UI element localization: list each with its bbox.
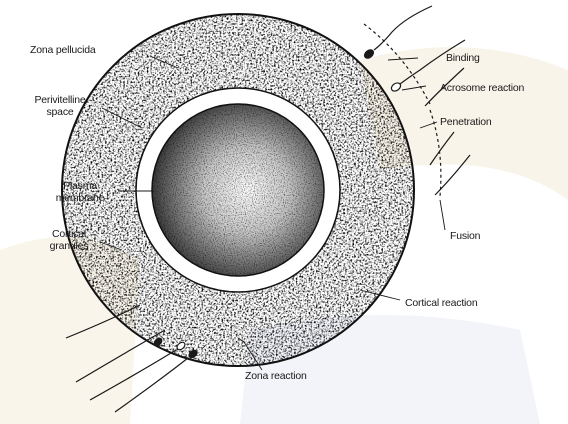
label-perivitelline-space: Perivitelline space: [18, 94, 102, 118]
label-plasma-membrane: Plasma membrane: [40, 180, 120, 204]
label-cortical-reaction: Cortical reaction: [405, 297, 477, 309]
label-binding: Binding: [446, 52, 480, 64]
label-acrosome-reaction: Acrosome reaction: [440, 82, 524, 94]
label-fusion: Fusion: [450, 230, 480, 242]
egg-cytoplasm: [152, 104, 324, 276]
label-zona-pellucida: Zona pellucida: [30, 44, 96, 56]
label-zona-reaction: Zona reaction: [245, 370, 307, 382]
label-cortical-granules: Cortical granules: [36, 228, 102, 252]
label-penetration: Penetration: [440, 116, 492, 128]
